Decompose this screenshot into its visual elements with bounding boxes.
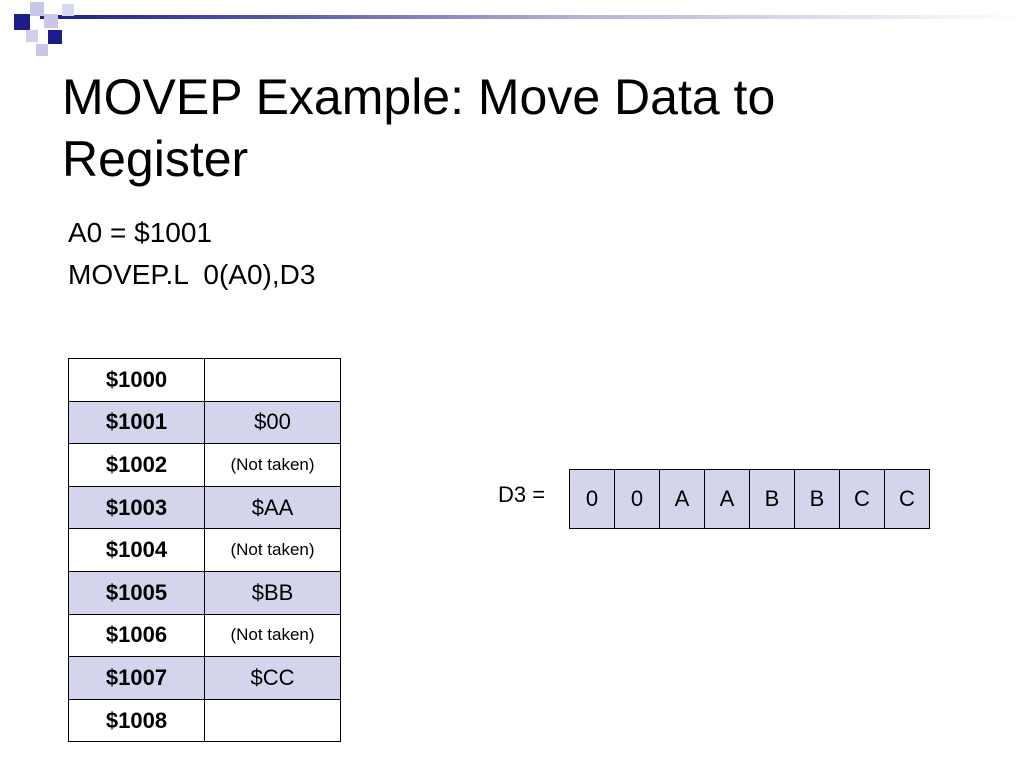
register-nibble: C: [884, 469, 930, 529]
memory-row: $1005$BB: [68, 570, 341, 615]
register-nibble: 0: [569, 469, 615, 529]
memory-address: $1003: [68, 485, 205, 530]
memory-row: $1006(Not taken): [68, 613, 341, 658]
memory-row: $1008: [68, 698, 341, 743]
memory-address: $1005: [68, 570, 205, 615]
decor-square: [44, 14, 58, 28]
code-line: A0 = $1001: [68, 217, 213, 248]
memory-address: $1007: [68, 656, 205, 700]
memory-address: $1001: [68, 400, 205, 445]
memory-value: [204, 358, 341, 402]
memory-address: $1000: [68, 358, 205, 402]
decor-square: [26, 30, 38, 42]
memory-value: $CC: [204, 656, 341, 700]
gradient-bar: [40, 15, 1024, 19]
memory-value: $AA: [204, 485, 341, 530]
memory-address: $1002: [68, 443, 205, 487]
memory-value: [204, 698, 341, 743]
memory-row: $1007$CC: [68, 656, 341, 700]
decor-square: [48, 30, 62, 44]
register-nibble: C: [839, 469, 885, 529]
register-nibble: B: [749, 469, 795, 529]
code-block: A0 = $1001 MOVEP.L 0(A0),D3: [68, 212, 315, 296]
register-nibble: B: [794, 469, 840, 529]
memory-row: $1001$00: [68, 400, 341, 445]
memory-value: $BB: [204, 570, 341, 615]
slide-title: MOVEP Example: Move Data to Register: [62, 69, 776, 187]
memory-value: (Not taken): [204, 443, 341, 487]
register-nibble: 0: [614, 469, 660, 529]
code-line: MOVEP.L 0(A0),D3: [68, 259, 316, 290]
decor-square: [62, 4, 74, 16]
memory-row: $1002(Not taken): [68, 443, 341, 487]
memory-address: $1008: [68, 698, 205, 743]
memory-value: (Not taken): [204, 528, 341, 572]
register-nibble: A: [704, 469, 750, 529]
memory-value: (Not taken): [204, 613, 341, 658]
memory-value: $00: [204, 400, 341, 445]
decor-square: [30, 2, 44, 16]
memory-address: $1004: [68, 528, 205, 572]
memory-row: $1003$AA: [68, 485, 341, 530]
register-label: D3 =: [498, 482, 546, 507]
memory-row: $1004(Not taken): [68, 528, 341, 572]
memory-row: $1000: [68, 358, 341, 402]
register-nibble: A: [659, 469, 705, 529]
memory-table: $1000$1001$00$1002(Not taken)$1003$AA$10…: [68, 358, 341, 743]
decor-square: [36, 44, 48, 56]
memory-address: $1006: [68, 613, 205, 658]
decor-square: [14, 14, 30, 30]
